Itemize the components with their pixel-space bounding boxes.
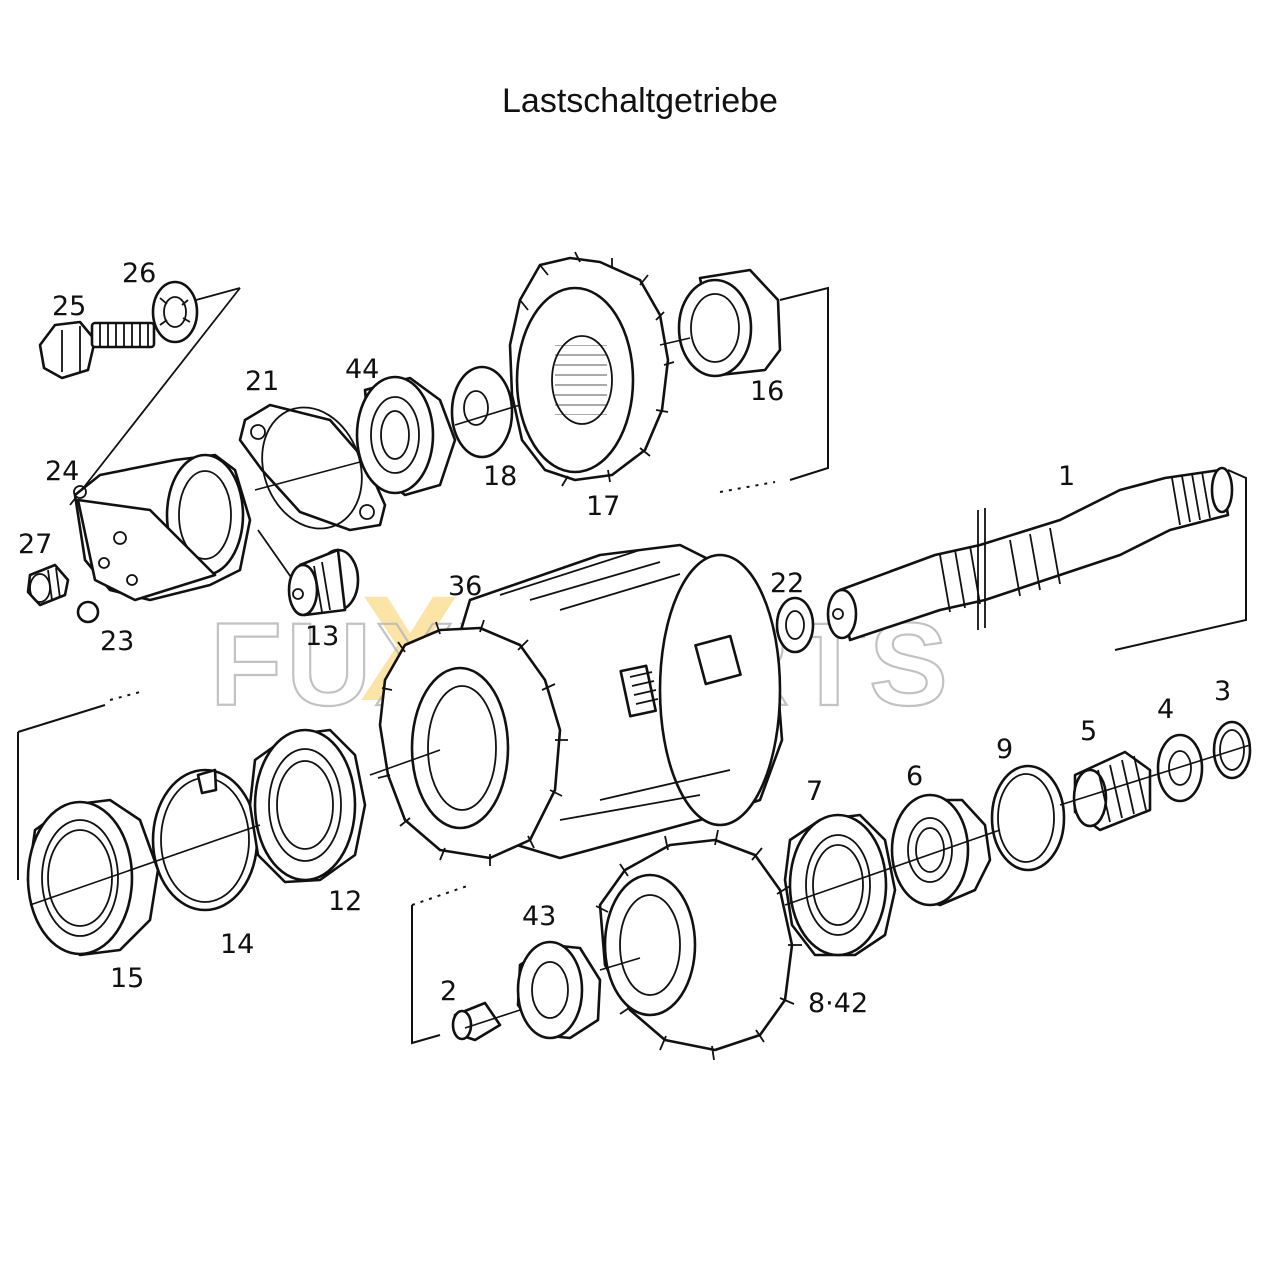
label-12: 12 [328,886,362,917]
part-26-lock-washer[interactable] [151,280,199,344]
part-21-gasket[interactable] [238,393,387,542]
part-24-housing[interactable] [73,453,252,602]
label-24: 24 [45,456,79,487]
label-18: 18 [483,461,517,492]
bracket-left [17,704,106,880]
label-9: 9 [996,734,1013,765]
label-27: 27 [18,529,52,560]
dots-top [719,481,776,493]
label-3: 3 [1214,676,1231,707]
bracket-shaft [1114,469,1247,651]
part-4-ring[interactable] [1156,733,1204,803]
label-1: 1 [1058,461,1075,492]
part-18-shim[interactable] [450,365,514,459]
part-16-bushing[interactable] [677,268,782,378]
label-14: 14 [220,929,254,960]
part-27-plug[interactable] [26,563,70,607]
axis-bottom [464,957,641,1029]
label-16: 16 [750,376,784,407]
part-labels: 1 2 3 4 5 6 7 8·42 9 12 13 14 15 16 17 1… [18,258,1231,1019]
label-15: 15 [110,963,144,994]
part-36-gear[interactable] [377,619,568,866]
label-6: 6 [906,761,923,792]
part-23-ball[interactable] [76,600,100,624]
dots-left [109,691,141,701]
leader-25-26 [69,287,241,506]
label-44: 44 [345,354,379,385]
part-13-nut[interactable] [287,548,360,617]
part-14-snap-ring[interactable] [151,768,259,912]
label-26: 26 [122,258,156,289]
axis-left [29,749,441,906]
label-4: 4 [1157,694,1174,725]
bracket-top [779,286,829,481]
axis-top [254,337,691,491]
part-25-bolt[interactable] [38,320,156,380]
label-8-42: 8·42 [808,988,868,1019]
label-43: 43 [522,901,556,932]
label-23: 23 [100,626,134,657]
part-5-needle-cage[interactable] [1072,750,1152,832]
part-12-bearing[interactable] [248,728,367,884]
bracket-bottom [411,905,441,1045]
axis-right [784,744,1251,906]
label-17: 17 [586,491,620,522]
label-21: 21 [245,366,279,397]
part-9-ring[interactable] [990,764,1066,872]
part-44-bearing[interactable] [355,375,457,497]
part-43-bearing[interactable] [516,940,602,1040]
label-13: 13 [305,621,339,652]
part-15-bearing[interactable] [26,798,160,957]
part-6-bearing[interactable] [890,793,992,907]
part-8-42-gear[interactable] [595,829,802,1061]
label-7: 7 [806,776,823,807]
label-5: 5 [1080,716,1097,747]
diagram-title: Lastschaltgetriebe [502,82,778,120]
part-22-ring[interactable] [775,596,815,654]
label-2: 2 [440,976,457,1007]
part-2-pin[interactable] [451,1001,502,1042]
label-22: 22 [770,568,804,599]
dots-bottom [411,884,471,906]
label-36: 36 [448,571,482,602]
part-1-shaft[interactable] [826,466,1234,642]
part-17-gear[interactable] [508,251,675,487]
label-25: 25 [52,291,86,322]
